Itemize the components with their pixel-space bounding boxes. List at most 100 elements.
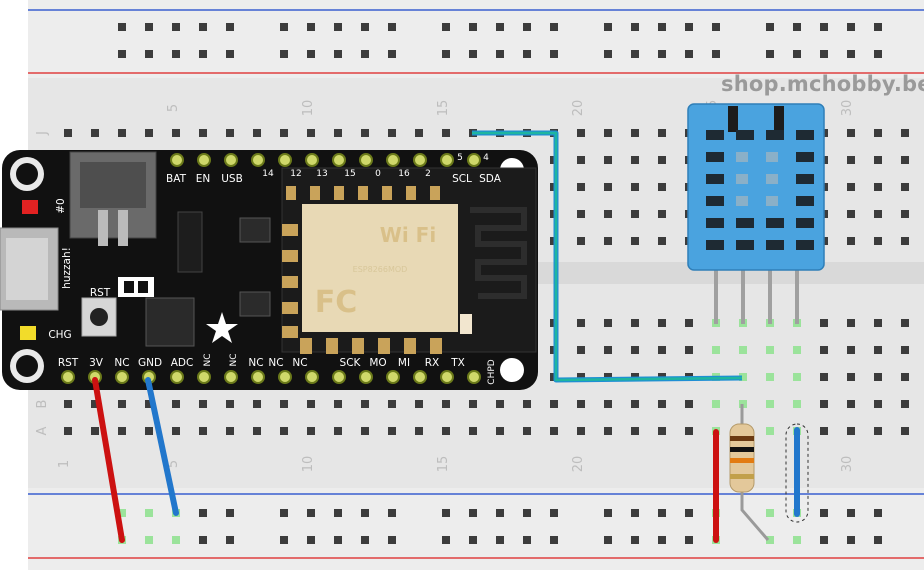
sensor-vent — [736, 174, 748, 184]
silk-label: huzzah! — [61, 247, 73, 289]
breadboard-hole — [901, 373, 909, 381]
castellation-pad — [382, 186, 392, 200]
sensor-vent — [766, 152, 778, 162]
breadboard-hole — [739, 373, 747, 381]
breadboard-hole — [118, 400, 126, 408]
pin-label: 13 — [316, 169, 327, 179]
breadboard-hole — [631, 427, 639, 435]
resistor-band — [730, 447, 754, 452]
breadboard-hole — [388, 129, 396, 137]
breadboard-hole — [577, 129, 585, 137]
breadboard-hole — [604, 346, 612, 354]
sensor-vent — [766, 196, 778, 206]
column-number: 5 — [166, 104, 181, 112]
esp-shield — [302, 204, 458, 332]
pullup-resistor — [729, 404, 770, 541]
sensor-vent — [706, 174, 724, 184]
rail-hole — [334, 509, 342, 517]
rail-hole — [226, 50, 234, 58]
rail-hole — [118, 509, 126, 517]
breadboard-hole — [307, 129, 315, 137]
sensor-vent — [736, 152, 748, 162]
breadboard-hole — [334, 427, 342, 435]
pin-label: NC — [292, 357, 307, 369]
breadboard-hole — [91, 400, 99, 408]
breadboard-hole — [874, 156, 882, 164]
usb-inner — [6, 238, 48, 300]
castellation-pad — [430, 186, 440, 200]
pin-label: 16 — [398, 169, 410, 179]
rail-hole — [307, 23, 315, 31]
rail-hole — [307, 50, 315, 58]
pin-label: 3V — [89, 357, 104, 369]
breadboard-hole — [604, 400, 612, 408]
rail-hole — [172, 23, 180, 31]
esp-castellations — [282, 186, 442, 354]
header-pin — [170, 370, 184, 384]
mount-hole-inner — [16, 163, 38, 185]
sensor-vent — [796, 240, 814, 250]
header-pin — [386, 370, 400, 384]
rail-hole — [361, 509, 369, 517]
rail-hole — [280, 536, 288, 544]
sensor-vent — [706, 218, 724, 228]
sensor-slot — [728, 106, 738, 132]
wires — [92, 130, 809, 543]
breadboard-hole — [442, 129, 450, 137]
breadboard-hole — [334, 129, 342, 137]
sensor-vent — [736, 130, 754, 140]
breadboard-hole — [901, 346, 909, 354]
rail-hole — [631, 509, 639, 517]
header-pin — [359, 153, 373, 167]
rail-hole — [388, 50, 396, 58]
charge-led — [20, 326, 36, 340]
antenna-trace — [470, 207, 527, 299]
resistor-band — [730, 436, 754, 441]
row-letter: B — [35, 400, 50, 409]
breadboard-hole — [847, 210, 855, 218]
rail-hole — [334, 23, 342, 31]
breadboard-hole — [631, 156, 639, 164]
breadboard-hole — [847, 156, 855, 164]
solder-jumper — [118, 277, 154, 297]
breadboard-hole — [874, 237, 882, 245]
rail-hole — [820, 23, 828, 31]
red-led — [22, 200, 38, 214]
breadboard-hole — [577, 346, 585, 354]
breadboard-hole — [874, 210, 882, 218]
rail-hole — [604, 23, 612, 31]
rail-hole — [793, 536, 801, 544]
breadboard-hole — [199, 400, 207, 408]
rail-hole — [847, 536, 855, 544]
breadboard-hole — [658, 400, 666, 408]
breadboard-hole — [631, 129, 639, 137]
sensor-vent — [766, 218, 784, 228]
header-pin — [278, 153, 292, 167]
castellation-pad — [326, 338, 338, 354]
rail-hole — [523, 509, 531, 517]
rail-hole — [685, 509, 693, 517]
breadboard-hole — [199, 427, 207, 435]
breadboard-hole — [226, 129, 234, 137]
breadboard-hole — [712, 400, 720, 408]
power-rail-bottom — [28, 488, 924, 570]
rail-hole — [658, 23, 666, 31]
battery-connector-slot — [80, 162, 146, 208]
rail-hole — [145, 509, 153, 517]
column-number: 20 — [571, 100, 586, 117]
header-pin — [413, 153, 427, 167]
rail-hole — [388, 509, 396, 517]
reset-button-cap — [90, 308, 108, 326]
castellation-pad — [282, 326, 298, 338]
rail-hole — [469, 23, 477, 31]
rail-hole — [280, 23, 288, 31]
castellation-pad — [378, 338, 390, 354]
breadboard-hole — [604, 319, 612, 327]
breadboard-hole — [577, 237, 585, 245]
pin-label: RST — [58, 357, 79, 369]
pin-label: GND — [138, 357, 162, 369]
rail-hole — [631, 50, 639, 58]
rail-hole — [847, 23, 855, 31]
breadboard-hole — [118, 427, 126, 435]
